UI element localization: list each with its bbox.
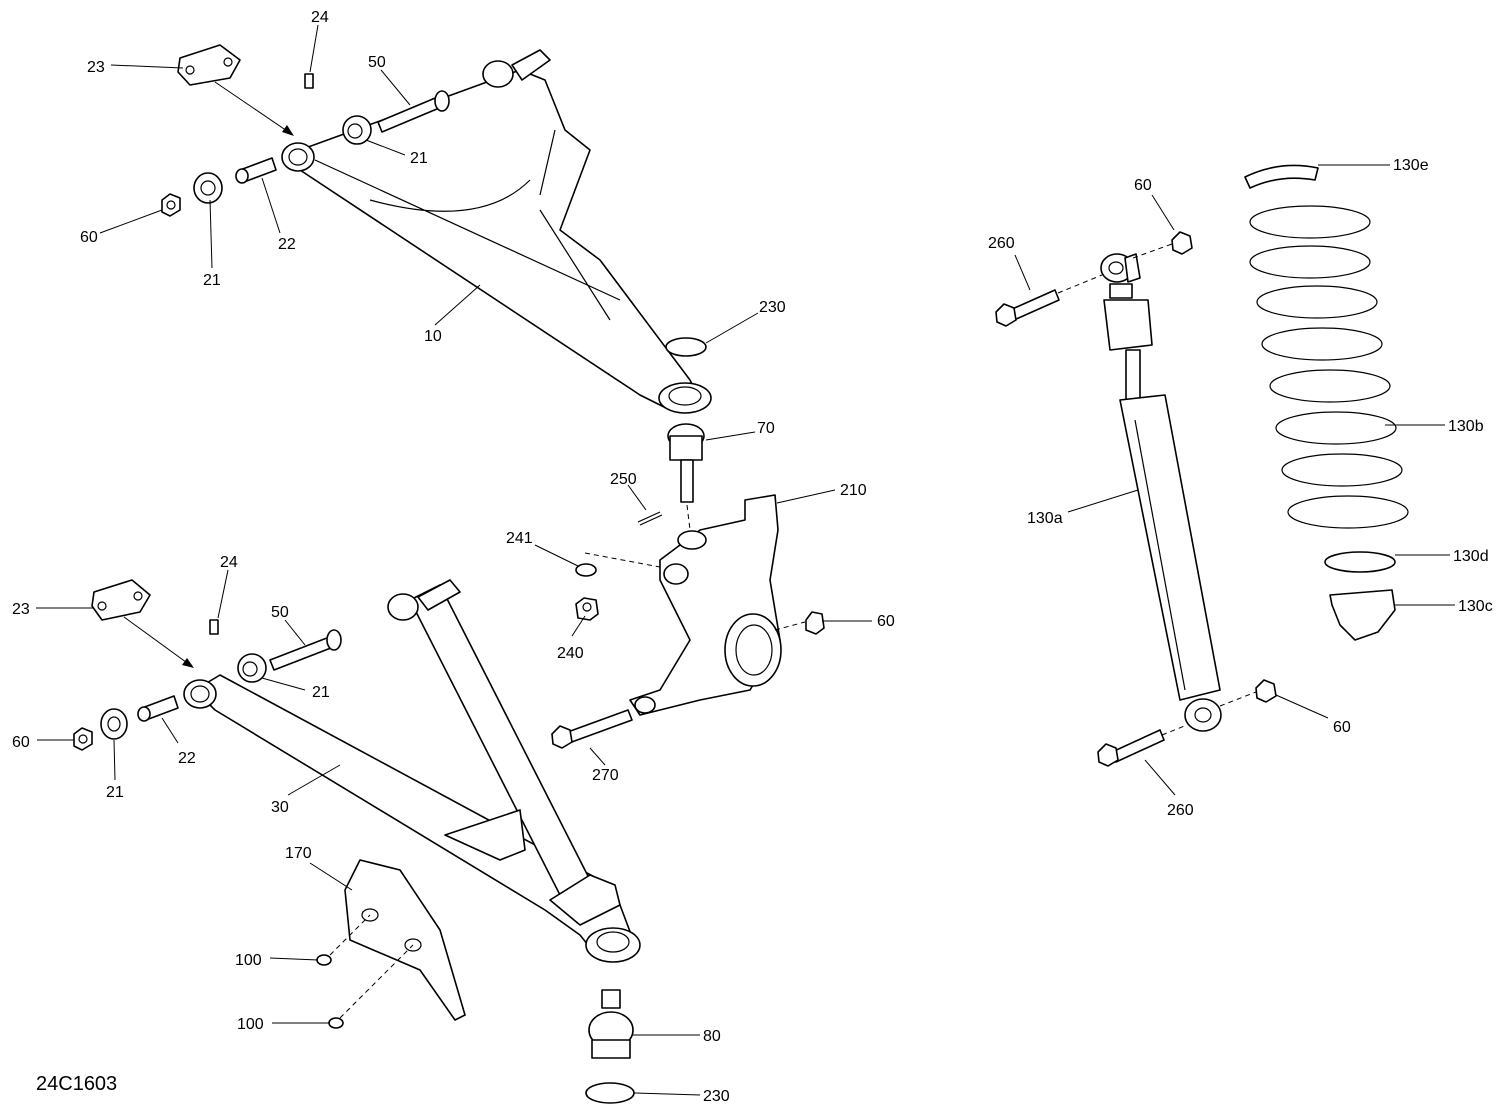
callout-70: 70 [757, 420, 775, 437]
screw-100-a [316, 954, 332, 966]
callout-130e: 130e [1393, 157, 1429, 174]
bolt-50-top [377, 90, 450, 133]
axis-100-a [329, 914, 371, 956]
upper-arm-bracket-23 [177, 44, 241, 86]
spring-adjuster-130c [1329, 589, 1396, 641]
upper-a-arm [281, 49, 712, 414]
nut-60-shock-top [1171, 231, 1193, 255]
grease-fitting-24-top [304, 73, 314, 89]
bushing-21-bottom-left [100, 708, 128, 740]
bushing-21-top-left [193, 172, 223, 204]
nut-60-top-left [161, 193, 181, 217]
axis-60-knuckle [774, 621, 806, 631]
nut-60-shock-bottom [1255, 679, 1277, 703]
callout-130a: 130a [1027, 510, 1063, 527]
callout-50-top: 50 [368, 54, 386, 71]
callout-80: 80 [703, 1028, 721, 1045]
nut-60-knuckle [805, 611, 825, 635]
callout-23-bottom: 23 [12, 601, 30, 618]
arrow-23-top [214, 81, 291, 134]
lower-a-arm [183, 579, 641, 963]
steering-knuckle-210 [629, 494, 782, 716]
callout-50-bottom: 50 [271, 604, 289, 621]
figure-code: 24C1603 [36, 1073, 117, 1095]
retaining-ring-230-bottom [585, 1082, 635, 1104]
lower-arm-bracket-23 [91, 579, 151, 621]
callout-230-bottom: 230 [703, 1088, 730, 1105]
washer-241 [575, 563, 597, 577]
callout-labels: 23 24 50 21 60 21 22 10 230 70 250 210 2… [12, 9, 1493, 1105]
callout-170: 170 [285, 845, 312, 862]
callout-21-bottom-right: 21 [312, 684, 330, 701]
callout-60-knuckle: 60 [877, 613, 895, 630]
ball-joint-70 [667, 423, 705, 503]
bolt-260-bottom [1097, 729, 1165, 767]
sleeve-22-bottom [137, 695, 179, 722]
callout-21-top-left: 21 [203, 272, 221, 289]
grease-fitting-24-bottom [209, 619, 219, 635]
bushing-21-bottom-right [237, 653, 267, 683]
arrow-23-bottom [123, 616, 191, 666]
callout-60-top-left: 60 [80, 229, 98, 246]
callout-100-a: 100 [235, 952, 262, 969]
axis-260-bottom [1161, 724, 1188, 736]
callout-60-shock-top: 60 [1134, 177, 1152, 194]
axis-241 [584, 552, 661, 568]
callout-230-top: 230 [759, 299, 786, 316]
coil-spring-130b [1249, 205, 1409, 529]
callout-21-bottom-left: 21 [106, 784, 124, 801]
callout-241: 241 [506, 530, 533, 547]
spring-seat-130d [1324, 551, 1396, 573]
spring-retainer-130e [1244, 164, 1319, 189]
bolt-260-top [995, 289, 1060, 327]
cotter-pin-250 [637, 511, 663, 526]
callout-22-bottom: 22 [178, 750, 196, 767]
callout-210: 210 [840, 482, 867, 499]
nut-60-bottom-left [73, 727, 93, 751]
callout-30: 30 [271, 799, 289, 816]
leader-lines [36, 24, 1455, 1096]
screw-100-b [328, 1017, 344, 1029]
callout-100-b: 100 [237, 1016, 264, 1033]
callout-10: 10 [424, 328, 442, 345]
callout-130d: 130d [1453, 548, 1489, 565]
arrowhead-23-bottom [182, 658, 194, 668]
retaining-ring-230-top [665, 337, 707, 357]
bolt-270 [551, 709, 633, 749]
skid-plate-170 [344, 859, 466, 1021]
axis-60-shock-top [1132, 243, 1173, 259]
nut-240 [575, 597, 599, 621]
callout-60-shock-bottom: 60 [1333, 719, 1351, 736]
arrowhead-23-top [282, 125, 294, 136]
callout-130c: 130c [1458, 598, 1493, 615]
callout-260-bottom: 260 [1167, 802, 1194, 819]
axis-60-shock-bottom [1219, 691, 1257, 707]
callout-24-top: 24 [311, 9, 329, 26]
callout-60-bottom-left: 60 [12, 734, 30, 751]
bolt-50-bottom [269, 629, 342, 671]
ball-joint-80 [588, 989, 634, 1059]
axis-260-top [1057, 274, 1103, 294]
callout-250: 250 [610, 471, 637, 488]
callout-23-top: 23 [87, 59, 105, 76]
bushing-21-top-right [342, 115, 372, 145]
callout-21-top-right: 21 [410, 150, 428, 167]
axis-70 [686, 504, 691, 531]
callout-270: 270 [592, 767, 619, 784]
callout-24-bottom: 24 [220, 554, 238, 571]
sleeve-22-top [235, 157, 277, 184]
callout-130b: 130b [1448, 418, 1484, 435]
shock-absorber-130a [1100, 253, 1222, 732]
callout-22-top: 22 [278, 236, 296, 253]
callout-240: 240 [557, 645, 584, 662]
callout-260-top: 260 [988, 235, 1015, 252]
